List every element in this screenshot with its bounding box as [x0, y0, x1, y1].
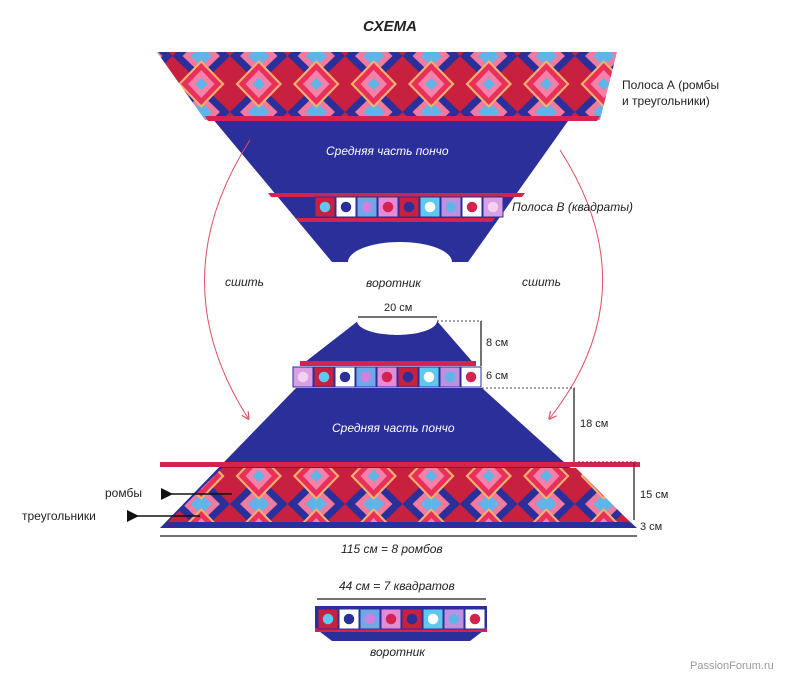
granny-square-center — [423, 371, 435, 383]
granny-square-center — [406, 613, 418, 625]
granny-square-center — [382, 201, 394, 213]
middle-height-dim: 18 см — [580, 418, 609, 430]
granny-square-center — [424, 201, 436, 213]
stripe-a-label-1: Полоса А (ромбы — [622, 78, 720, 92]
granny-square-center — [381, 371, 393, 383]
band-height-dim: 15 см — [640, 489, 669, 501]
granny-square-center — [297, 371, 309, 383]
triangles-label: треугольники — [22, 509, 96, 523]
rhombs-label: ромбы — [105, 486, 142, 500]
granny-square-center — [448, 613, 460, 625]
middle-part-label-top: Средняя часть пончо — [326, 144, 449, 158]
sew-arrow-right — [550, 149, 603, 418]
granny-square-center — [361, 201, 373, 213]
granny-square-center — [364, 613, 376, 625]
watermark: PassionForum.ru — [690, 660, 774, 672]
top-height-dim: 8 см — [486, 337, 509, 349]
bottom-width-dim: 115 см = 8 ромбов — [341, 542, 443, 556]
granny-square-center — [319, 201, 331, 213]
middle-part-label-bottom: Средняя часть пончо — [332, 421, 455, 435]
granny-square-center — [427, 613, 439, 625]
granny-square-center — [487, 201, 499, 213]
sew-label-right: сшить — [522, 275, 561, 289]
top-poncho-piece — [157, 52, 617, 282]
granny-square-center — [343, 613, 355, 625]
granny-square-center — [403, 201, 415, 213]
collar-strip — [315, 606, 487, 641]
granny-square-center — [445, 201, 457, 213]
granny-square-center — [402, 371, 414, 383]
collar-label-bottom: воротник — [370, 645, 425, 659]
stripe-b-label: Полоса В (квадраты) — [512, 200, 634, 214]
granny-square-center — [444, 371, 456, 383]
granny-square-center — [385, 613, 397, 625]
granny-square-center — [318, 371, 330, 383]
collar-width-dim: 20 см — [384, 302, 413, 314]
granny-square-center — [469, 613, 481, 625]
stripe-a-label-2: и треугольники) — [622, 94, 710, 108]
granny-square-center — [339, 371, 351, 383]
collar-label-top: воротник — [366, 276, 421, 290]
squares-height-dim: 6 см — [486, 370, 509, 382]
granny-square-center — [465, 371, 477, 383]
sew-label-left: сшить — [225, 275, 264, 289]
granny-square-center — [322, 613, 334, 625]
bottom-poncho-piece — [160, 307, 640, 528]
dimension-lines — [160, 316, 637, 600]
granny-square-center — [466, 201, 478, 213]
collar-strip-width-dim: 44 см = 7 квадратов — [339, 579, 455, 593]
sew-arrow-left — [204, 139, 251, 418]
granny-square-center — [360, 371, 372, 383]
granny-square-center — [340, 201, 352, 213]
scheme-title: СХЕМА — [363, 18, 417, 35]
edge-height-dim: 3 см — [640, 521, 663, 533]
